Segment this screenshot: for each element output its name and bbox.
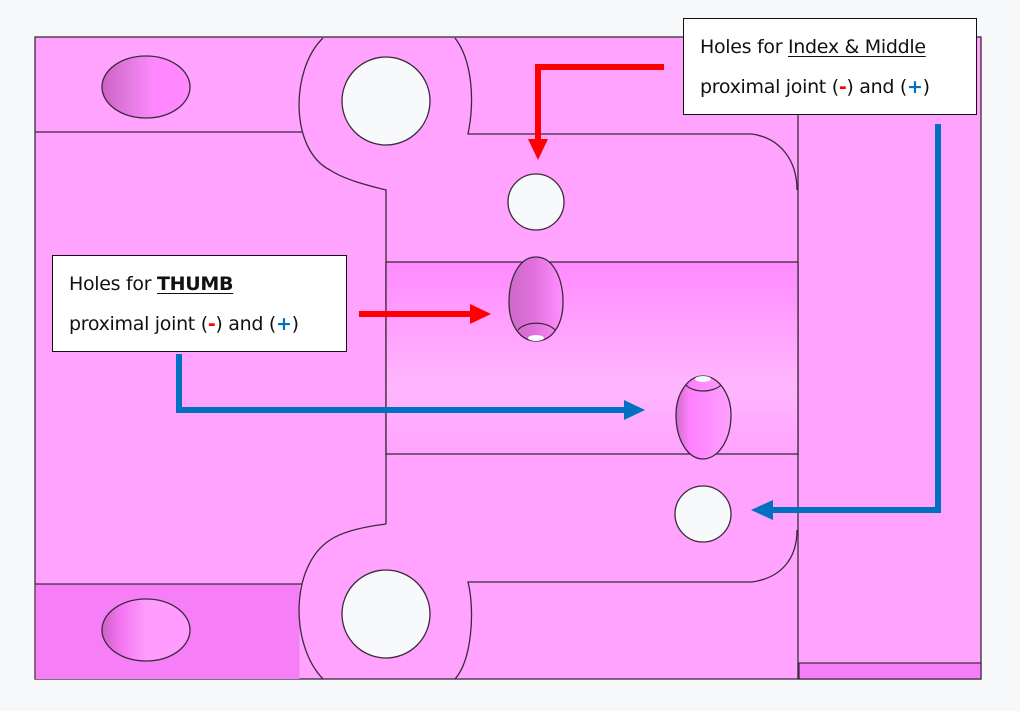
bottom-boss-outline (298, 523, 387, 680)
callout-line-2: proximal joint (-) and (+) (700, 67, 960, 107)
index-plus-arrow (751, 124, 941, 520)
top-left-slot (101, 55, 191, 119)
index-middle-minus-hole (507, 173, 565, 231)
callout-line-2: proximal joint (-) and (+) (69, 304, 330, 344)
plus-symbol: + (906, 76, 923, 98)
central-channel (385, 261, 799, 455)
callout-text: proximal joint ( (700, 76, 839, 98)
top-pocket-outline (454, 37, 798, 191)
plus-symbol: + (275, 313, 292, 335)
callout-thumb: Holes for THUMB proximal joint (-) and (… (52, 255, 347, 352)
callout-index-middle: Holes for Index & Middle proximal joint … (683, 18, 977, 115)
bottom-pocket-outline (454, 529, 798, 680)
callout-text: ) and ( (846, 76, 907, 98)
callout-text: proximal joint ( (69, 313, 208, 335)
callout-text: ) (291, 313, 299, 335)
index-middle-plus-hole (674, 485, 732, 543)
bottom-left-slot (101, 598, 191, 662)
finger-label: THUMB (156, 273, 234, 295)
thumb-plus-hole (675, 375, 732, 460)
callout-text: ) and ( (215, 313, 276, 335)
thumb-plus-arrow (176, 354, 645, 420)
callout-text: Holes for (69, 273, 157, 295)
bottom-mounting-hole (341, 569, 431, 659)
minus-symbol: - (207, 313, 216, 335)
callout-line-1: Holes for THUMB (69, 264, 330, 304)
minus-symbol: - (838, 76, 847, 98)
finger-label: Index & Middle (787, 36, 926, 58)
callout-text: Holes for (700, 36, 788, 58)
top-mounting-hole (341, 56, 431, 146)
thumb-minus-arrow (359, 304, 491, 324)
callout-line-1: Holes for Index & Middle (700, 27, 960, 67)
index-minus-arrow (528, 64, 664, 160)
thumb-minus-hole (508, 256, 564, 342)
bottom-right-strip (798, 662, 982, 680)
top-boss-outline (298, 37, 387, 524)
callout-text: ) (922, 76, 930, 98)
